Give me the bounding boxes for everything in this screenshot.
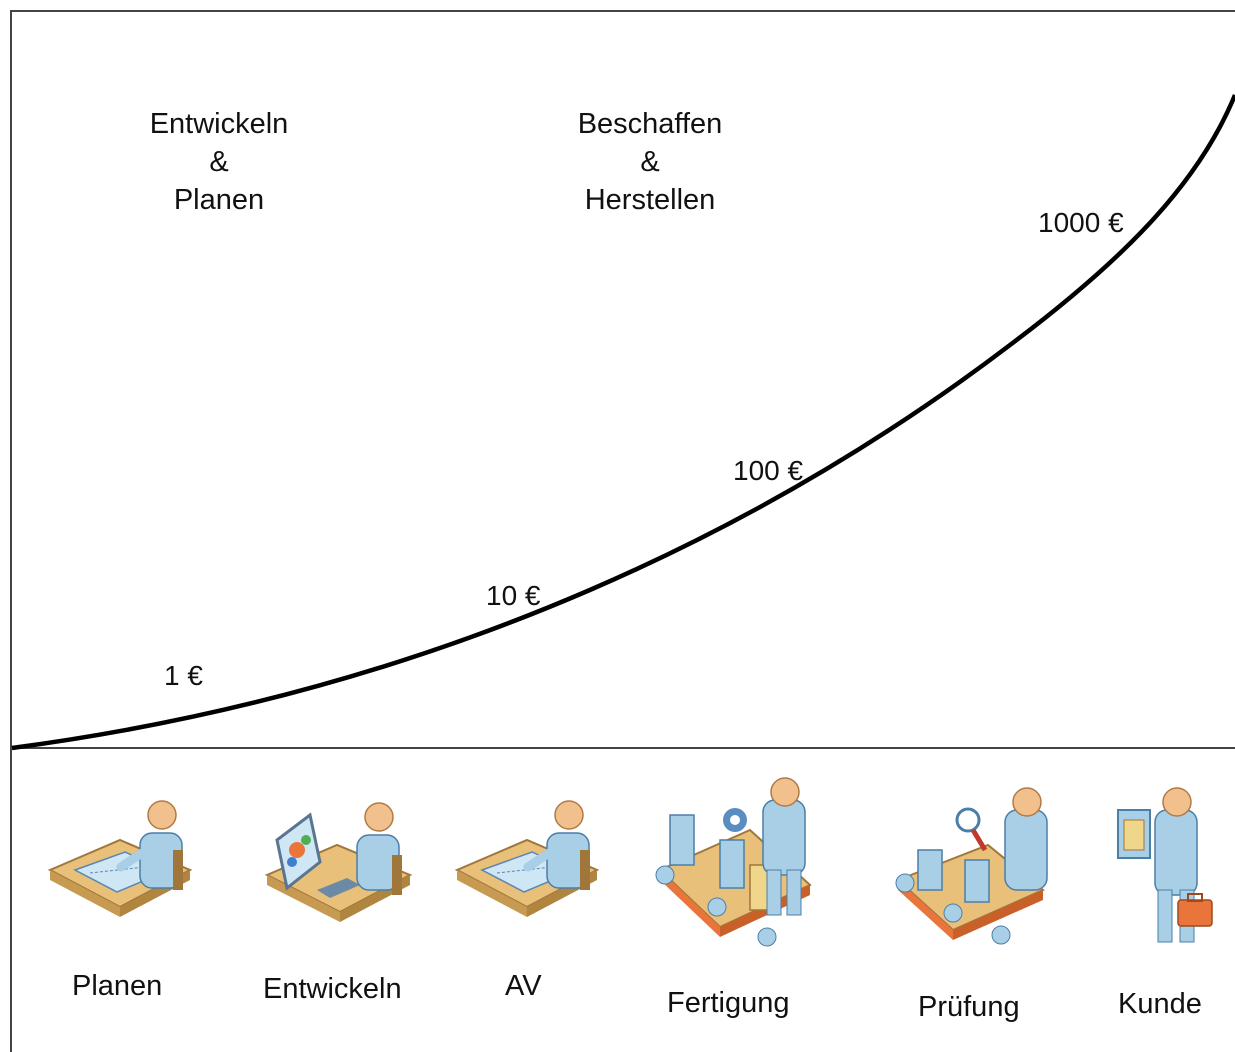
customer-briefcase-icon xyxy=(1117,787,1213,943)
phase-line: Herstellen xyxy=(584,184,716,216)
role-label-entwickeln: Entwickeln xyxy=(263,973,402,1005)
planner-drafting-icon xyxy=(47,800,193,917)
developer-computer-icon xyxy=(264,802,413,922)
manufacturing-conveyor-icon xyxy=(655,777,812,947)
role-label-kunde: Kunde xyxy=(1118,988,1202,1020)
phase-line: & xyxy=(209,146,229,178)
cost-curve xyxy=(11,94,1235,751)
phase-line: Beschaffen xyxy=(577,108,723,140)
cost-curve-line xyxy=(11,94,1235,751)
phase-develop-plan: Entwickeln & Planen xyxy=(89,105,349,219)
phase-procure-produce: Beschaffen & Herstellen xyxy=(520,105,780,219)
role-label-pruefung: Prüfung xyxy=(918,991,1020,1023)
work-preparation-drafting-icon xyxy=(454,800,600,917)
role-label-planen: Planen xyxy=(72,970,163,1002)
cost-label-100: 100 € xyxy=(733,455,804,486)
role-label-fertigung: Fertigung xyxy=(667,987,790,1019)
cost-label-10: 10 € xyxy=(486,580,541,611)
phase-line: Planen xyxy=(173,184,265,216)
role-label-av: AV xyxy=(505,970,542,1002)
cost-label-1000: 1000 € xyxy=(1038,207,1124,238)
section-divider xyxy=(10,747,1235,749)
phase-line: & xyxy=(640,146,660,178)
inspection-magnifier-icon xyxy=(895,787,1048,945)
diagram-frame xyxy=(10,10,1235,1052)
phase-line: Entwickeln xyxy=(149,108,289,140)
cost-label-1: 1 € xyxy=(164,660,203,691)
